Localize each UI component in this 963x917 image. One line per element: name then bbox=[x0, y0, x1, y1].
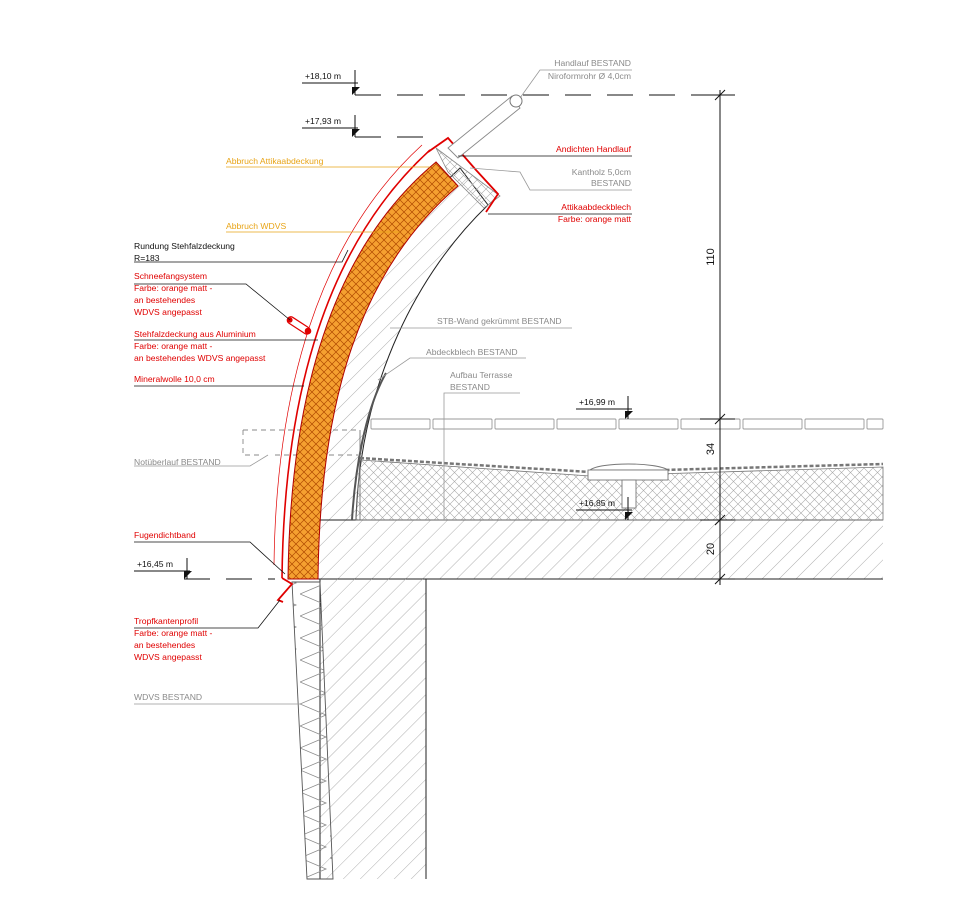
level-slab-text: +16,45 m bbox=[137, 559, 173, 569]
label-schnee-1: Schneefangsystem bbox=[134, 271, 207, 281]
existing-cover-sheet bbox=[351, 372, 387, 521]
label-aufbau-1: Aufbau Terrasse bbox=[450, 370, 513, 380]
label-kantholz-2: BESTAND bbox=[591, 178, 631, 188]
concrete-wall-lower bbox=[319, 579, 427, 879]
label-andichten: Andichten Handlauf bbox=[556, 144, 632, 154]
coping-assembly bbox=[427, 136, 501, 213]
label-rundung-1: Rundung Stehfalzdeckung bbox=[134, 241, 235, 251]
label-stehfalz-3: an bestehendes WDVS angepasst bbox=[134, 353, 266, 363]
label-stehfalz-2: Farbe: orange matt - bbox=[134, 341, 212, 351]
terrace-drain bbox=[587, 463, 670, 509]
dimension-20: 20 bbox=[705, 543, 717, 555]
level-terrace-text: +16,99 m bbox=[579, 397, 615, 407]
label-notueberlauf: Notüberlauf BESTAND bbox=[134, 457, 221, 467]
dimension-110: 110 bbox=[705, 248, 717, 266]
label-abbruch-wdvs: Abbruch WDVS bbox=[226, 221, 286, 231]
label-rundung-2: R=183 bbox=[134, 253, 160, 263]
label-kantholz-1: Kantholz 5,0cm bbox=[572, 167, 631, 177]
level-marker-slab: +16,45 m bbox=[134, 558, 192, 579]
level-top-text: +18,10 m bbox=[305, 71, 341, 81]
label-tropf-3: an bestehendes bbox=[134, 640, 195, 650]
level-lines bbox=[184, 94, 700, 580]
dimension-chain bbox=[700, 89, 735, 585]
dimension-34: 34 bbox=[705, 443, 717, 455]
level-attika-text: +17,93 m bbox=[305, 116, 341, 126]
label-abdeckblech: Abdeckblech BESTAND bbox=[426, 347, 518, 357]
label-stb-wand: STB-Wand gekrümmt BESTAND bbox=[437, 316, 562, 326]
label-attikablech-2: Farbe: orange matt bbox=[558, 214, 632, 224]
label-schnee-4: WDVS angepasst bbox=[134, 307, 202, 317]
label-tropf-4: WDVS angepasst bbox=[134, 652, 202, 662]
mineral-wool-insulation bbox=[287, 161, 459, 580]
label-handlauf-1: Handlauf BESTAND bbox=[554, 58, 631, 68]
paving-slabs bbox=[370, 418, 884, 430]
handrail bbox=[447, 94, 523, 159]
label-schnee-3: an bestehendes bbox=[134, 295, 195, 305]
label-stehfalz-1: Stehfalzdeckung aus Aluminium bbox=[134, 329, 256, 339]
label-tropf-2: Farbe: orange matt - bbox=[134, 628, 212, 638]
wdvs-existing bbox=[291, 581, 334, 880]
label-tropf-1: Tropfkantenprofil bbox=[134, 616, 198, 626]
label-schnee-2: Farbe: orange matt - bbox=[134, 283, 212, 293]
drip-edge-profile bbox=[276, 577, 294, 603]
label-handlauf-2: Niroformrohr Ø 4,0cm bbox=[548, 71, 631, 81]
label-fugendichtband: Fugendichtband bbox=[134, 530, 196, 540]
leader-lines bbox=[134, 69, 632, 705]
label-attikablech-1: Attikaabdeckblech bbox=[561, 202, 631, 212]
level-marker-top: +18,10 m bbox=[302, 70, 360, 95]
level-marker-attika: +17,93 m bbox=[302, 115, 360, 137]
level-marker-drain: +16,85 m bbox=[576, 497, 633, 520]
level-drain-text: +16,85 m bbox=[579, 498, 615, 508]
standing-seam-roofing bbox=[273, 144, 431, 579]
label-mineralwolle: Mineralwolle 10,0 cm bbox=[134, 374, 215, 384]
label-aufbau-2: BESTAND bbox=[450, 382, 490, 392]
concrete-slab bbox=[318, 519, 883, 580]
snow-guard bbox=[286, 316, 312, 335]
label-wdvs-bestand: WDVS BESTAND bbox=[134, 692, 202, 702]
level-marker-terrace: +16,99 m bbox=[576, 396, 633, 419]
label-abbruch-attika: Abbruch Attikaabdeckung bbox=[226, 156, 324, 166]
